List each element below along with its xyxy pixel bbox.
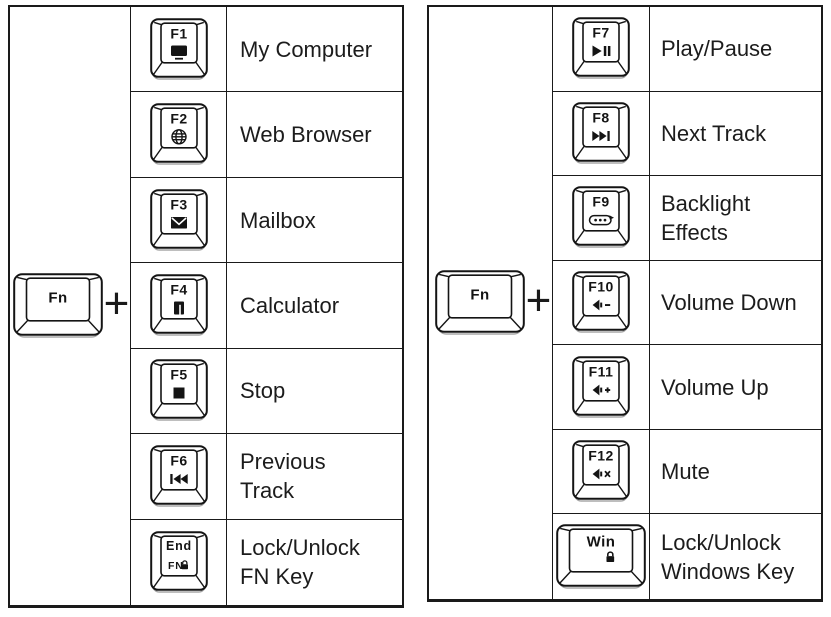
my-computer-icon bbox=[170, 45, 187, 60]
keycap-f5: F5 bbox=[149, 359, 208, 422]
keycap-cell-f10: F10 bbox=[553, 260, 650, 346]
stop-icon bbox=[173, 387, 184, 399]
keycap-f11: F11 bbox=[572, 355, 630, 418]
function-label-cell: Previous Track bbox=[227, 434, 402, 520]
function-label: My Computer bbox=[240, 36, 373, 62]
key-legend: F12 bbox=[588, 448, 614, 464]
function-label-cell: Web Browser bbox=[227, 92, 402, 178]
calculator-icon bbox=[173, 301, 184, 315]
function-label: Mailbox bbox=[240, 207, 316, 233]
function-label-cell: Stop bbox=[227, 349, 402, 435]
keycap-cell-f9: F9 bbox=[553, 176, 650, 261]
function-label: Lock/Unlock Windows Key bbox=[661, 529, 795, 584]
keycap-f3: F3 bbox=[149, 188, 208, 251]
function-label-cell: Next Track bbox=[650, 92, 821, 177]
key-legend: F9 bbox=[592, 194, 609, 210]
function-label-cell: Lock/Unlock FN Key bbox=[227, 520, 402, 605]
key-legend: F6 bbox=[170, 452, 187, 468]
volume-down-icon bbox=[592, 299, 611, 311]
keycap-f4: F4 bbox=[149, 274, 208, 336]
function-label-cell: Backlight Effects bbox=[650, 176, 821, 261]
key-legend: Fn bbox=[48, 290, 67, 307]
fn-modifier-cell: Fn + bbox=[10, 7, 131, 605]
play-pause-icon bbox=[592, 45, 611, 57]
keycap-f1: F1 bbox=[149, 17, 208, 80]
keycap-f9: F9 bbox=[572, 186, 630, 249]
keycap-cell-f1: F1 bbox=[131, 7, 227, 93]
fn-lock-icon bbox=[181, 560, 188, 569]
keycap-cell-f3: F3 bbox=[131, 177, 227, 264]
keycap-fn: Fn bbox=[13, 273, 103, 338]
keycap-cell-f7: F7 bbox=[553, 7, 650, 92]
key-legend: F7 bbox=[592, 25, 609, 41]
key-legend: F8 bbox=[592, 109, 609, 125]
function-label: Play/Pause bbox=[661, 36, 773, 62]
keycap-cell-f6: F6 bbox=[131, 434, 227, 520]
key-legend: Win bbox=[587, 533, 616, 550]
function-label: Backlight Effects bbox=[661, 190, 751, 245]
keycap-fn: Fn bbox=[435, 270, 525, 335]
key-sub-legend: FN bbox=[168, 560, 184, 572]
function-label: Web Browser bbox=[240, 122, 372, 148]
function-label: Next Track bbox=[661, 120, 767, 146]
function-label: Stop bbox=[240, 378, 286, 404]
plus-sign: + bbox=[103, 279, 130, 328]
keycap-f7: F7 bbox=[572, 17, 630, 79]
keycap-win: Win bbox=[556, 523, 646, 589]
function-label: Previous Track bbox=[240, 449, 326, 504]
keycap-f8: F8 bbox=[572, 102, 630, 164]
mailbox-icon bbox=[170, 216, 187, 229]
function-label: Lock/Unlock FN Key bbox=[240, 535, 360, 590]
function-label-cell: Volume Down bbox=[650, 261, 821, 346]
function-label: Volume Up bbox=[661, 374, 769, 400]
key-legend: Fn bbox=[470, 286, 489, 303]
plus-sign: + bbox=[525, 275, 552, 325]
key-legend: End bbox=[165, 539, 191, 553]
next-track-icon bbox=[592, 130, 610, 141]
key-legend: F3 bbox=[170, 196, 187, 212]
keycap-cell-f2: F2 bbox=[131, 92, 227, 178]
function-label-cell: Mute bbox=[650, 430, 821, 515]
fn-modifier-cell: Fn + bbox=[429, 7, 553, 599]
key-legend: F1 bbox=[170, 25, 187, 41]
key-legend: F5 bbox=[170, 367, 187, 383]
function-label: Calculator bbox=[240, 292, 340, 318]
keycap-cell-f4: F4 bbox=[131, 263, 227, 349]
function-label-cell: My Computer bbox=[227, 7, 402, 93]
keycap-cell-f8: F8 bbox=[553, 91, 650, 177]
backlight-effects-icon bbox=[588, 215, 614, 226]
keycap-f12: F12 bbox=[572, 440, 630, 502]
key-legend: F4 bbox=[170, 281, 187, 297]
web-browser-icon bbox=[170, 129, 187, 145]
keycap-f10: F10 bbox=[572, 271, 630, 333]
function-label-cell: Play/Pause bbox=[650, 7, 821, 92]
function-label-cell: Mailbox bbox=[227, 178, 402, 264]
keycap-f2: F2 bbox=[149, 103, 208, 165]
function-label: Volume Down bbox=[661, 289, 797, 315]
keycap-cell-f12: F12 bbox=[553, 429, 650, 515]
volume-up-icon bbox=[592, 384, 611, 395]
function-label-cell: Volume Up bbox=[650, 345, 821, 430]
win-lock-icon bbox=[606, 551, 615, 562]
key-legend: F10 bbox=[588, 278, 614, 294]
keycap-cell-f11: F11 bbox=[553, 345, 650, 430]
function-label-cell: Calculator bbox=[227, 263, 402, 349]
key-legend: F11 bbox=[589, 363, 614, 379]
keycap-f6: F6 bbox=[149, 445, 208, 507]
previous-track-icon bbox=[169, 473, 188, 484]
keycap-cell-win: Win bbox=[553, 514, 650, 599]
function-label: Mute bbox=[661, 459, 710, 485]
function-label-cell: Lock/Unlock Windows Key bbox=[650, 514, 821, 599]
keycap-cell-f5: F5 bbox=[131, 348, 227, 435]
mute-icon bbox=[592, 468, 611, 480]
key-legend: F2 bbox=[170, 111, 187, 127]
